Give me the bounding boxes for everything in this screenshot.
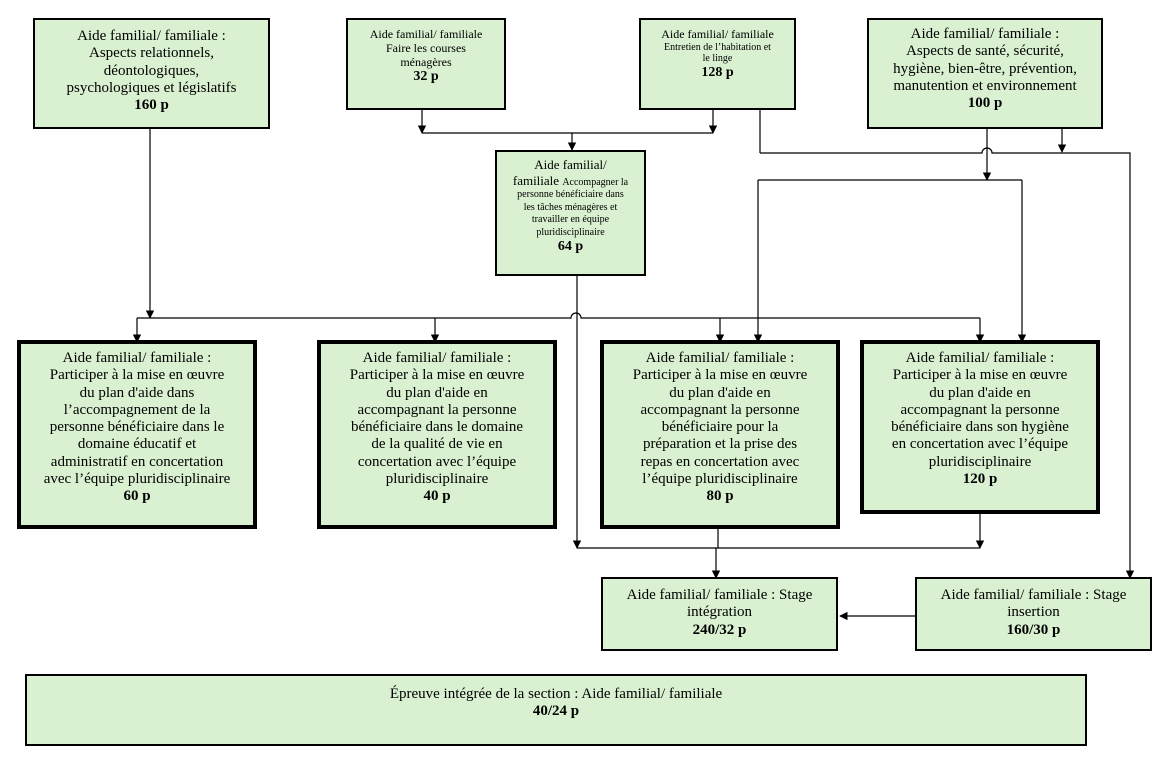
- node-epreuve: Épreuve intégrée de la section : Aide fa…: [25, 674, 1087, 746]
- node-relationnels: Aide familial/ familiale : Aspects relat…: [33, 18, 270, 129]
- node-repas: Aide familial/ familiale : Participer à …: [600, 340, 840, 529]
- node-taches-hours: 64 p: [557, 239, 584, 255]
- node-stage-integration-hours: 240/32 p: [692, 621, 747, 638]
- node-relationnels-hours: 160 p: [134, 97, 169, 113]
- node-entretien-title: Aide familial/ familiale: [661, 27, 774, 41]
- node-taches-text: Accompagner la personne bénéficiaire dan…: [517, 176, 629, 238]
- node-taches-title-2: familiale: [512, 172, 563, 188]
- node-sante: Aide familial/ familiale : Aspects de sa…: [867, 18, 1103, 129]
- node-relationnels-text: Aide familial/ familiale : Aspects relat…: [66, 28, 237, 96]
- node-entretien: Aide familial/ familiale Entretien de l’…: [639, 18, 796, 110]
- node-entretien-hours: 128 p: [701, 64, 734, 80]
- node-qualite: Aide familial/ familiale : Participer à …: [317, 340, 557, 529]
- node-sante-text: Aide familial/ familiale : Aspects de sa…: [893, 26, 1077, 94]
- node-taches: Aide familial/ familiale Accompagner la …: [495, 150, 646, 276]
- node-epreuve-text: Épreuve intégrée de la section : Aide fa…: [389, 686, 723, 702]
- node-entretien-text: Entretien de l’habitation et le linge: [664, 41, 771, 65]
- node-courses: Aide familial/ familiale Faire les cours…: [346, 18, 506, 110]
- node-repas-text: Aide familial/ familiale : Participer à …: [632, 350, 808, 487]
- node-qualite-hours: 40 p: [423, 488, 451, 504]
- node-taches-title: Aide familial/: [534, 157, 607, 172]
- node-courses-hours: 32 p: [413, 69, 439, 85]
- node-stage-insertion-text: Aide familial/ familiale : Stage inserti…: [940, 587, 1127, 621]
- node-hygiene-text: Aide familial/ familiale : Participer à …: [891, 350, 1069, 470]
- node-stage-integration-text: Aide familial/ familiale : Stage intégra…: [626, 587, 813, 621]
- node-stage-insertion-hours: 160/30 p: [1006, 621, 1061, 638]
- node-educatif-text: Aide familial/ familiale : Participer à …: [43, 350, 231, 487]
- node-hygiene: Aide familial/ familiale : Participer à …: [860, 340, 1100, 514]
- node-educatif: Aide familial/ familiale : Participer à …: [17, 340, 257, 529]
- node-courses-text: Aide familial/ familiale Faire les cours…: [369, 27, 483, 69]
- node-stage-integration: Aide familial/ familiale : Stage intégra…: [601, 577, 838, 651]
- node-repas-hours: 80 p: [706, 488, 734, 504]
- node-educatif-hours: 60 p: [123, 488, 151, 504]
- node-sante-hours: 100 p: [967, 95, 1003, 111]
- node-hygiene-hours: 120 p: [962, 470, 998, 487]
- node-qualite-text: Aide familial/ familiale : Participer à …: [349, 350, 525, 487]
- node-epreuve-hours: 40/24 p: [532, 703, 580, 720]
- node-stage-insertion: Aide familial/ familiale : Stage inserti…: [915, 577, 1152, 651]
